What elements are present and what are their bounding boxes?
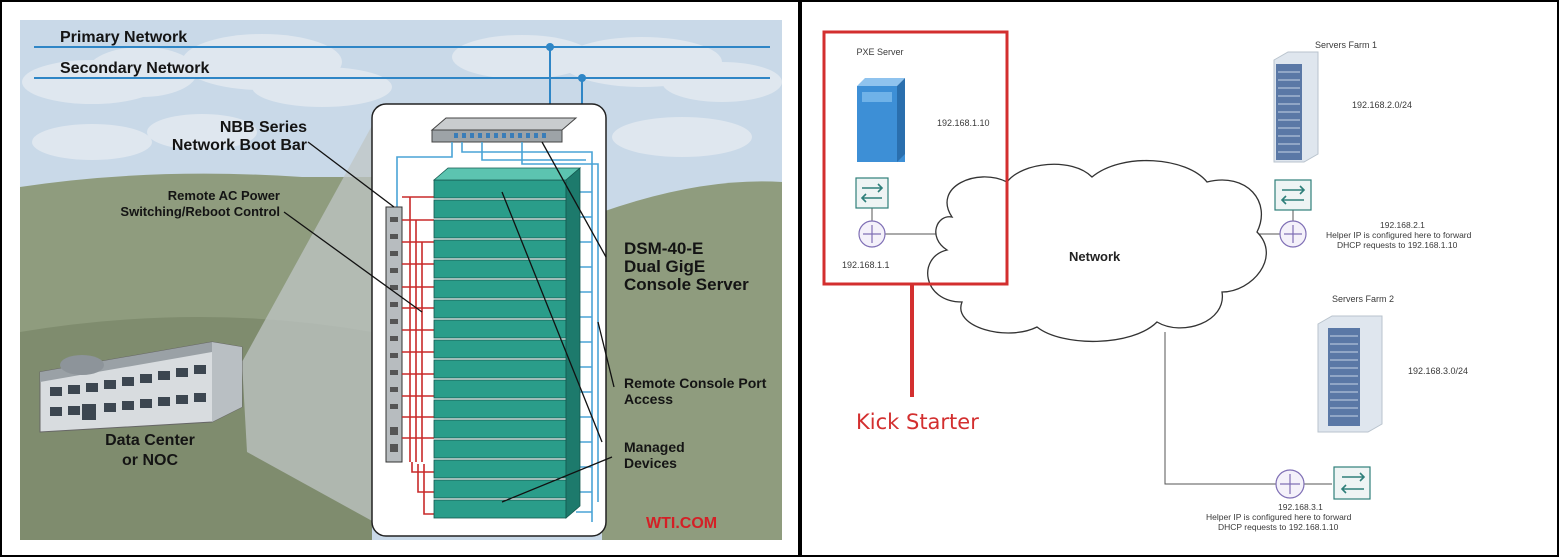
data-center-label-1: Data Center — [105, 432, 195, 449]
router1-ip-label: 192.168.1.1 — [842, 260, 890, 270]
network-label: Network — [1069, 249, 1121, 264]
kick-starter-highlight — [822, 30, 1009, 286]
data-center-building — [39, 341, 243, 433]
farm2-router-ip: 192.168.3.1 — [1278, 502, 1323, 512]
farm2-helper-line2: DHCP requests to 192.168.1.10 — [1218, 522, 1339, 532]
boot-bar-label-1: NBB Series — [220, 119, 307, 136]
hill-right — [602, 181, 782, 540]
brand-label: WTI.COM — [646, 515, 717, 532]
data-center-label-2: or NOC — [122, 452, 178, 469]
farm1-router-icon — [1279, 220, 1307, 248]
console-server-label-2: Dual GigE — [624, 257, 705, 276]
farm2-subnet-label: 192.168.3.0/24 — [1408, 366, 1468, 376]
farm2-rack-icon — [1317, 315, 1383, 433]
managed-devices-label-1: Managed — [624, 439, 685, 455]
console-port-label-1: Remote Console Port — [624, 375, 767, 391]
wti-illustration: Primary Network Secondary Network — [20, 20, 782, 540]
console-server-label-3: Console Server — [624, 275, 749, 294]
wti-illustration-panel: Primary Network Secondary Network — [2, 2, 798, 555]
pxe-switch-icon — [855, 177, 889, 209]
farm2-switch-icon — [1333, 466, 1371, 500]
primary-tap-dot — [546, 43, 554, 51]
farm1-title: Servers Farm 1 — [1315, 40, 1377, 50]
kick-starter-label: Kick Starter — [856, 410, 979, 434]
pxe-server-label: PXE Server — [856, 47, 903, 57]
console-server-label-1: DSM-40-E — [624, 239, 703, 258]
farm1-rack-icon — [1273, 51, 1319, 163]
pxe-network-diagram: Network PXE Server 192.168.1.10 192.168.… — [822, 30, 1472, 532]
boot-bar-label-2: Network Boot Bar — [172, 137, 307, 154]
secondary-tap-dot — [578, 74, 586, 82]
ac-power-label-2: Switching/Reboot Control — [120, 204, 280, 219]
farm1-router-ip: 192.168.2.1 — [1380, 220, 1425, 230]
managed-devices-stack — [432, 167, 582, 519]
pxe-ip-label: 192.168.1.10 — [937, 118, 990, 128]
farm1-helper-line1: Helper IP is configured here to forward — [1326, 230, 1472, 240]
farm2-title: Servers Farm 2 — [1332, 294, 1394, 304]
leader-lines — [283, 141, 615, 503]
pxe-server-icon — [857, 78, 905, 162]
farm1-switch-icon — [1274, 179, 1312, 211]
pxe-network-panel: Network PXE Server 192.168.1.10 192.168.… — [802, 2, 1557, 555]
console-port-label-2: Access — [624, 391, 673, 407]
network-cloud — [927, 160, 1267, 343]
farm1-subnet-label: 192.168.2.0/24 — [1352, 100, 1412, 110]
farm1-helper-line2: DHCP requests to 192.168.1.10 — [1337, 240, 1458, 250]
farm2-helper-line1: Helper IP is configured here to forward — [1206, 512, 1352, 522]
managed-devices-label-2: Devices — [624, 455, 677, 471]
primary-network-label: Primary Network — [60, 29, 187, 46]
secondary-network-label: Secondary Network — [60, 60, 209, 77]
zoom-cone — [242, 122, 374, 522]
power-cables — [402, 196, 434, 515]
farm2-router-icon — [1275, 469, 1305, 499]
ac-power-label-1: Remote AC Power — [168, 188, 280, 203]
network-boot-bar — [385, 206, 403, 463]
pxe-router-icon — [858, 220, 886, 248]
console-server-unit — [430, 117, 578, 143]
